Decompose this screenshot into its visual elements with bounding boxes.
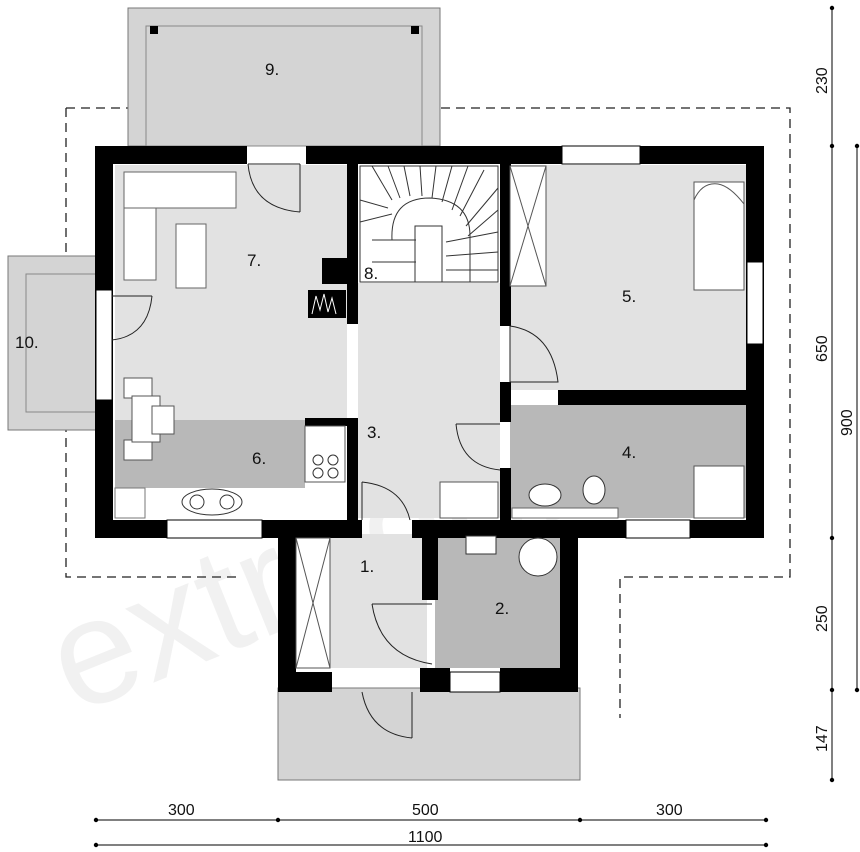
dimension-line-bottom <box>96 819 766 846</box>
wall-hall-bath <box>500 468 511 520</box>
wall-kitchen-hall <box>347 418 358 520</box>
dim-right-total: 900 <box>839 409 856 436</box>
wardrobe-cross <box>295 537 331 669</box>
stove-burners <box>312 454 339 479</box>
window-south-kitchen <box>166 519 263 539</box>
wall-entry-south-a <box>278 672 332 692</box>
wall-north-c <box>640 146 764 164</box>
bed <box>693 181 745 291</box>
bath-counter <box>511 507 619 519</box>
wall-entry-south-c <box>500 668 578 692</box>
bed-pillow <box>693 183 745 205</box>
dim-right-1: 230 <box>814 67 831 94</box>
dim-bottom-total: 1100 <box>408 829 443 846</box>
room-label-9: 9. <box>265 60 279 79</box>
wall-entry-west <box>278 520 296 692</box>
room-label-4: 4. <box>622 443 636 462</box>
window-west <box>95 289 113 401</box>
wall-south-c <box>412 520 626 538</box>
room-label-2: 2. <box>495 599 509 618</box>
dimension-ticks-right <box>829 5 860 783</box>
dim-right-2: 650 <box>814 335 831 362</box>
round-basin-wc <box>518 537 558 577</box>
room-label-3: 3. <box>367 423 381 442</box>
dim-right-4: 147 <box>814 725 831 752</box>
wall-kitchen-pantry <box>305 418 355 426</box>
window-south-bath <box>625 519 691 539</box>
wall-hall-bedroom-low <box>500 382 511 422</box>
wall-bedroom-bath <box>558 390 746 405</box>
room-label-10: 10. <box>15 333 39 352</box>
dim-bottom-1: 300 <box>168 802 195 819</box>
room-label-5: 5. <box>622 287 636 306</box>
fireplace <box>308 290 346 318</box>
sink-bowl-left <box>189 494 205 510</box>
counter-left <box>114 487 146 519</box>
wall-south-b <box>262 520 362 538</box>
toilet-wc <box>465 535 497 555</box>
sofa <box>123 171 237 289</box>
wall-south-a <box>95 520 167 538</box>
door-swings <box>111 163 559 739</box>
dim-bottom-2: 500 <box>412 802 439 819</box>
roof-outline-right <box>66 107 791 718</box>
chimney <box>322 258 350 284</box>
room-label-1: 1. <box>360 557 374 576</box>
wall-entry-south-b <box>420 668 450 692</box>
dimension-line-right <box>831 8 858 780</box>
staircase <box>359 165 499 283</box>
fireplace-fire <box>311 293 337 315</box>
vestibule-1 <box>315 534 427 668</box>
room-label-8: 8. <box>364 264 378 283</box>
room-label-7: 7. <box>247 251 261 270</box>
window-wc <box>449 671 501 693</box>
dining-table <box>123 377 175 461</box>
window-east <box>746 261 764 345</box>
hall-3 <box>358 283 500 518</box>
wall-vestibule-wc <box>422 534 438 600</box>
entrance-terrace <box>277 687 581 781</box>
wall-south-d <box>690 520 764 538</box>
terrace-9-inner <box>145 25 423 147</box>
shower-tray-hall <box>439 481 499 519</box>
terrace-10-inner <box>25 273 101 413</box>
wall-living-stair <box>347 164 358 324</box>
wall-north-b <box>306 146 564 164</box>
washbasin-bathroom <box>528 483 562 507</box>
wall-entry-east <box>560 520 578 692</box>
kitchen-sink <box>181 488 243 516</box>
post <box>411 26 419 34</box>
post <box>150 26 158 34</box>
room-label-6: 6. <box>252 449 266 468</box>
wardrobe-cross <box>509 165 547 287</box>
dim-bottom-3: 300 <box>656 802 683 819</box>
wall-north-a <box>95 146 247 164</box>
dimension-ticks-bottom <box>93 817 769 848</box>
toilet-bathroom <box>582 475 606 505</box>
sink-bowl-right <box>219 494 235 510</box>
shower <box>693 465 745 519</box>
dim-right-3: 250 <box>814 605 831 632</box>
wall-stair-bedroom <box>500 164 511 326</box>
stove <box>304 425 346 483</box>
window-north-bedroom <box>561 145 641 165</box>
